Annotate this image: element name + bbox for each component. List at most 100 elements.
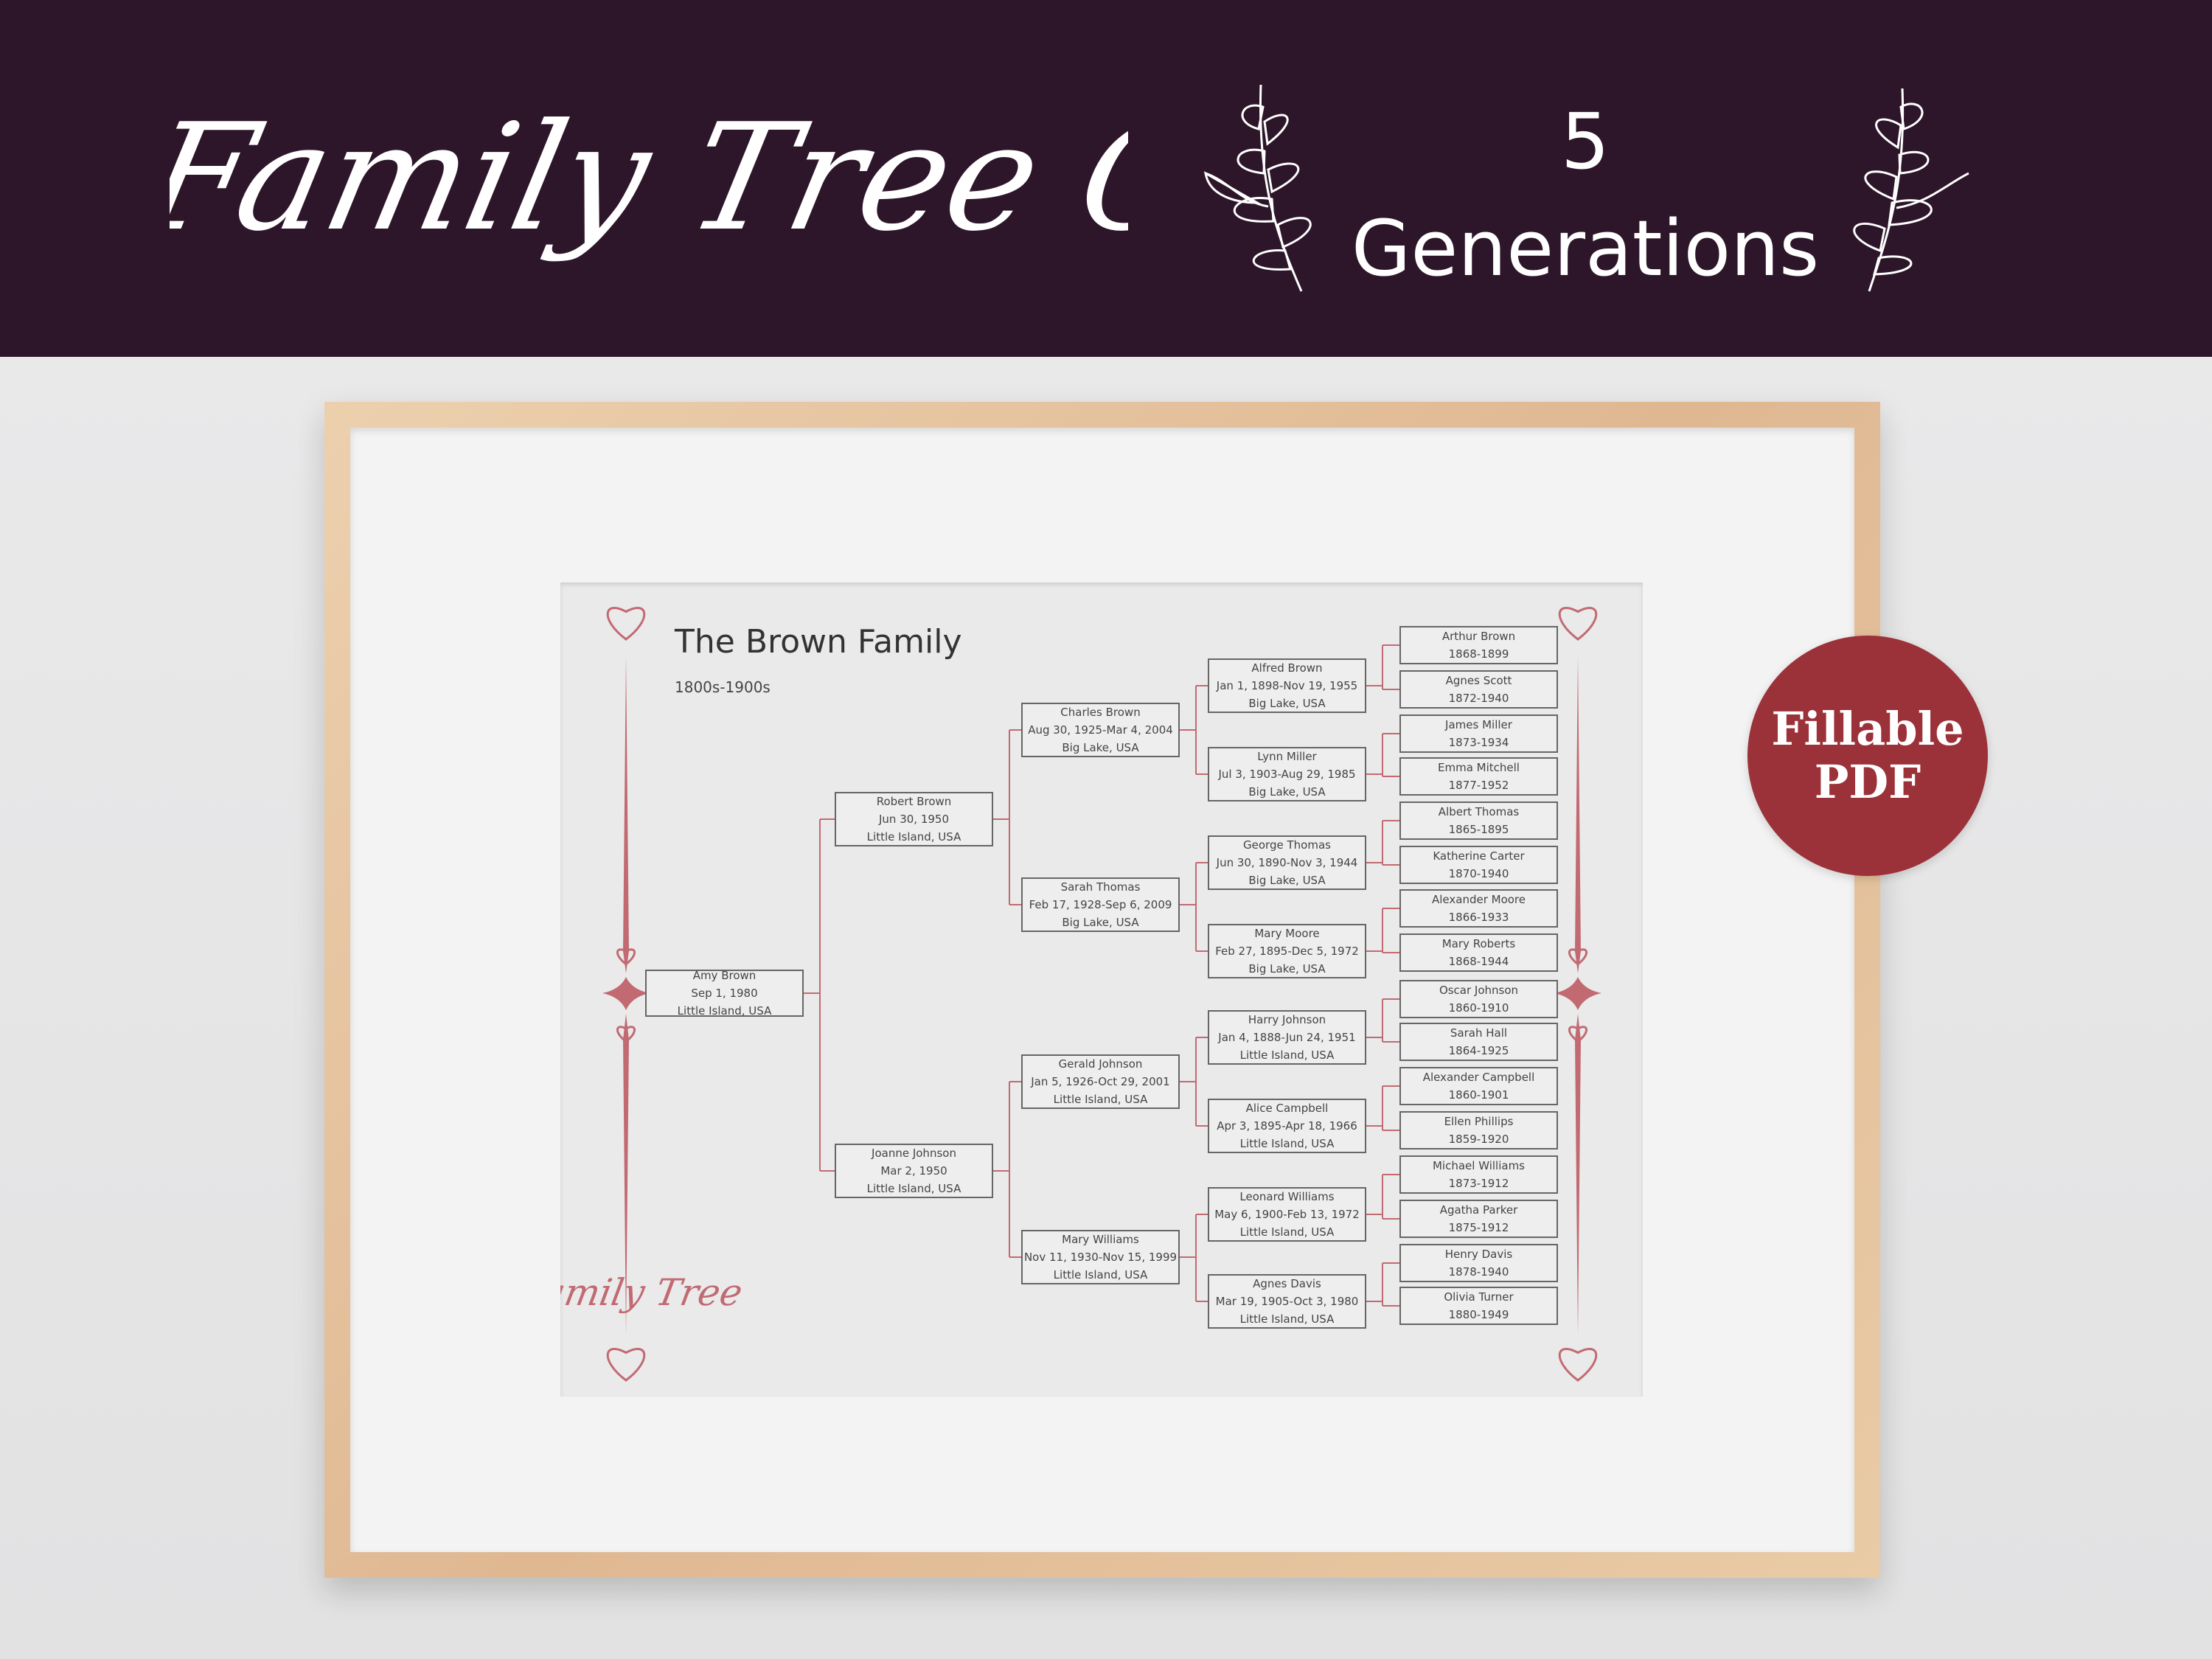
person-box[interactable]: Agatha Parker 1875-1912 (1399, 1200, 1558, 1238)
person-place: Big Lake, USA (1062, 916, 1139, 929)
person-box[interactable]: Ellen Phillips 1859-1920 (1399, 1111, 1558, 1150)
person-box[interactable]: Mary Roberts 1868-1944 (1399, 933, 1558, 972)
person-dates: 1868-1899 (1448, 647, 1509, 661)
person-box[interactable]: Oscar Johnson 1860-1910 (1399, 980, 1558, 1018)
header-banner: Family Tree Chart 5 Generations (0, 0, 2212, 357)
banner-subtitle: 5 Generations (1327, 88, 1843, 302)
person-name: Sarah Hall (1450, 1026, 1508, 1040)
leaf-sprig-right-icon (1853, 88, 1969, 292)
person-box[interactable]: Emma Mitchell 1877-1952 (1399, 757, 1558, 796)
person-dates: 1873-1934 (1448, 736, 1509, 749)
person-name: Charles Brown (1060, 706, 1141, 719)
person-name: Mary Williams (1062, 1233, 1139, 1246)
person-dates: 1870-1940 (1448, 867, 1509, 880)
person-dates: 1859-1920 (1448, 1133, 1509, 1146)
person-name: Harry Johnson (1248, 1013, 1326, 1026)
person-name: Michael Williams (1432, 1159, 1525, 1172)
person-place: Big Lake, USA (1248, 962, 1326, 975)
heart-ornament-icon (606, 1348, 646, 1382)
generation-label: Generations (1351, 204, 1820, 293)
person-name: Gerald Johnson (1058, 1057, 1143, 1071)
rail-ornament (1575, 1014, 1581, 1335)
diamond-ornament-icon (1554, 977, 1601, 1010)
heart-ornament-icon (1558, 1348, 1598, 1382)
person-dates: Aug 30, 1925-Mar 4, 2004 (1028, 723, 1173, 737)
person-dates: 1877-1952 (1448, 779, 1509, 792)
person-name: Arthur Brown (1441, 630, 1516, 643)
person-name: James Miller (1445, 718, 1512, 731)
person-name: Amy Brown (692, 969, 757, 982)
person-name: Ellen Phillips (1444, 1115, 1514, 1128)
leaf-sprig-left-icon (1203, 84, 1312, 292)
person-name: Oscar Johnson (1439, 984, 1519, 997)
person-place: Big Lake, USA (1248, 785, 1326, 799)
person-dates: Feb 17, 1928-Sep 6, 2009 (1029, 898, 1172, 911)
person-dates: Sep 1, 1980 (691, 987, 758, 1000)
person-dates: Apr 3, 1895-Apr 18, 1966 (1217, 1119, 1357, 1133)
banner-title-text: Family Tree Chart (170, 91, 1128, 263)
person-box[interactable]: Arthur Brown 1868-1899 (1399, 626, 1558, 664)
person-dates: 1860-1910 (1448, 1001, 1509, 1015)
tree-connectors: Family Tree (560, 607, 1601, 1382)
person-name: Alexander Moore (1431, 893, 1526, 906)
person-dates: 1875-1912 (1448, 1221, 1509, 1234)
person-name: Alice Campbell (1245, 1102, 1329, 1115)
person-name: Mary Moore (1254, 927, 1320, 940)
heart-ornament-icon (1568, 948, 1588, 966)
heart-ornament-icon (616, 948, 636, 966)
person-dates: 1868-1944 (1448, 955, 1509, 968)
person-name: Mary Roberts (1441, 937, 1516, 950)
chart-subtitle: 1800s-1900s (675, 678, 771, 696)
diamond-ornament-icon (602, 977, 650, 1010)
rail-ornament (623, 1014, 629, 1335)
badge-line-2: PDF (1814, 755, 1921, 809)
person-place: Little Island, USA (1239, 1048, 1335, 1062)
person-place: Big Lake, USA (1248, 874, 1326, 887)
person-dates: Mar 19, 1905-Oct 3, 1980 (1215, 1295, 1359, 1308)
heart-ornament-icon (616, 1026, 636, 1043)
rail-ornament (1575, 656, 1581, 973)
person-dates: 1860-1901 (1448, 1088, 1509, 1102)
person-box[interactable]: James Miller 1873-1934 (1399, 714, 1558, 753)
person-dates: Mar 2, 1950 (880, 1164, 947, 1178)
person-place: Little Island, USA (1239, 1312, 1335, 1326)
badge-line-1: Fillable (1771, 702, 1964, 756)
person-place: Little Island, USA (1053, 1093, 1148, 1106)
person-name: Alfred Brown (1251, 661, 1323, 675)
person-place: Little Island, USA (1239, 1137, 1335, 1150)
person-name: Agatha Parker (1439, 1203, 1518, 1217)
person-place: Little Island, USA (1239, 1225, 1335, 1239)
generation-count: 5 (1560, 97, 1610, 187)
family-tree-print: Family Tree The Brown Family 1800s-1900s… (560, 582, 1643, 1397)
person-dates: Nov 11, 1930-Nov 15, 1999 (1023, 1251, 1178, 1264)
person-dates: Jun 30, 1890-Nov 3, 1944 (1216, 856, 1358, 869)
person-name: Emma Mitchell (1438, 761, 1520, 774)
person-place: Big Lake, USA (1062, 741, 1139, 754)
fillable-pdf-badge: Fillable PDF (1747, 636, 1988, 876)
person-name: Albert Thomas (1438, 805, 1520, 818)
